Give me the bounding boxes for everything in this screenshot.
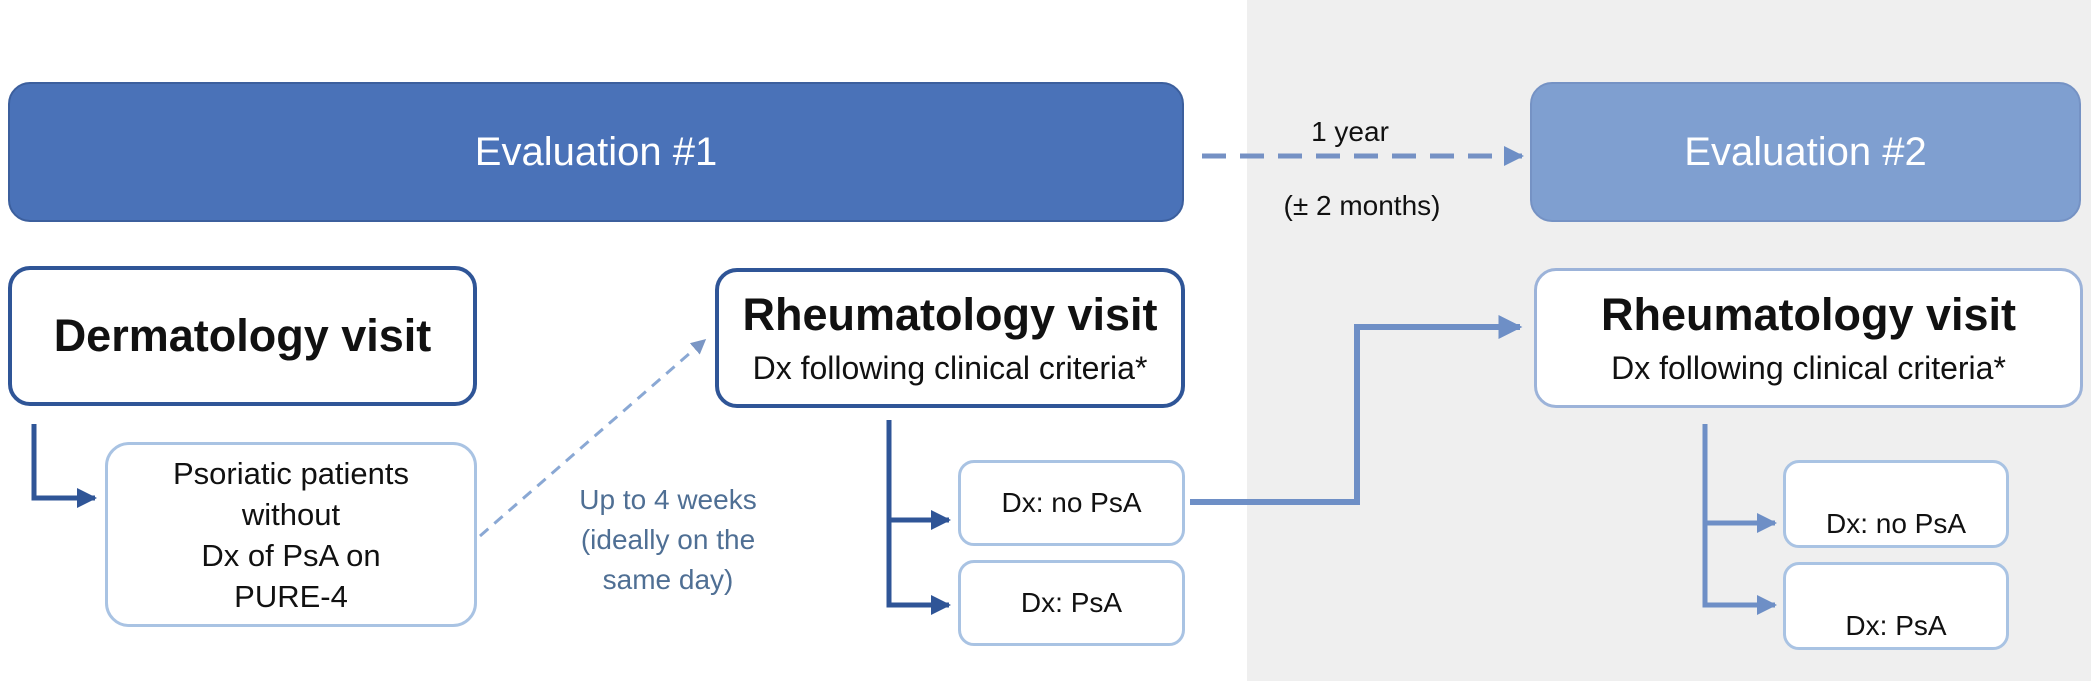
rheumatology-visit-2-box: Rheumatology visit Dx following clinical… — [1534, 268, 2083, 408]
visit-2-outcome-no-psa: Dx: no PsA — [1783, 460, 2009, 548]
dermatology-visit-title: Dermatology visit — [53, 310, 432, 362]
evaluation-2-label: Evaluation #2 — [1684, 129, 1927, 174]
outcome-label: Dx: no PsA — [1001, 487, 1142, 518]
outcome-label: Dx: PsA — [1020, 587, 1123, 618]
patients-line: without — [241, 496, 341, 532]
evaluation-2-header: Evaluation #2 — [1530, 82, 2081, 222]
timing-line: same day) — [602, 564, 734, 595]
visit-2-branch-arrow-no-psa — [1702, 424, 1777, 533]
outcome-label: Dx: no PsA — [1825, 508, 1967, 539]
timing-note: Up to 4 weeks (ideally on the same day) — [548, 480, 788, 600]
visit-1-outcome-no-psa: Dx: no PsA — [958, 460, 1185, 546]
dermatology-to-patients-arrow — [31, 424, 97, 508]
interval-tolerance-label: (± 2 months) — [1283, 190, 1441, 221]
patients-line: PURE-4 — [234, 578, 348, 614]
interval-duration-label: 1 year — [1311, 116, 1389, 147]
dermatology-visit-box: Dermatology visit — [8, 266, 477, 406]
evaluation-1-label: Evaluation #1 — [474, 129, 718, 174]
rheumatology-visit-1-box: Rheumatology visit Dx following clinical… — [715, 268, 1185, 408]
visit-2-outcome-psa: Dx: PsA — [1783, 562, 2009, 650]
visit-1-outcome-psa: Dx: PsA — [958, 560, 1185, 646]
rheumatology-visit-2-subtitle: Dx following clinical criteria* — [1611, 350, 2006, 387]
timing-line: Up to 4 weeks — [579, 484, 757, 515]
patients-to-rheumatology-arrow — [479, 338, 707, 538]
patients-line: Dx of PsA on — [201, 537, 381, 573]
rheumatology-visit-1-subtitle: Dx following clinical criteria* — [752, 350, 1148, 387]
psoriatic-patients-box: Psoriatic patients without Dx of PsA on … — [105, 442, 477, 627]
visit-1-branch-arrow-psa — [886, 515, 951, 615]
outcome-label: Dx: PsA — [1845, 610, 1947, 641]
rheumatology-visit-2-title: Rheumatology visit — [1600, 288, 2017, 340]
patients-line: Psoriatic patients — [172, 455, 410, 491]
timing-line: (ideally on the — [580, 524, 756, 555]
visit-2-branch-arrow-psa — [1702, 518, 1777, 615]
no-psa-to-evaluation-2-arrow — [1190, 315, 1523, 505]
evaluation-1-header: Evaluation #1 — [8, 82, 1184, 222]
visit-1-branch-arrow-no-psa — [886, 420, 951, 530]
rheumatology-visit-1-title: Rheumatology visit — [742, 288, 1158, 340]
